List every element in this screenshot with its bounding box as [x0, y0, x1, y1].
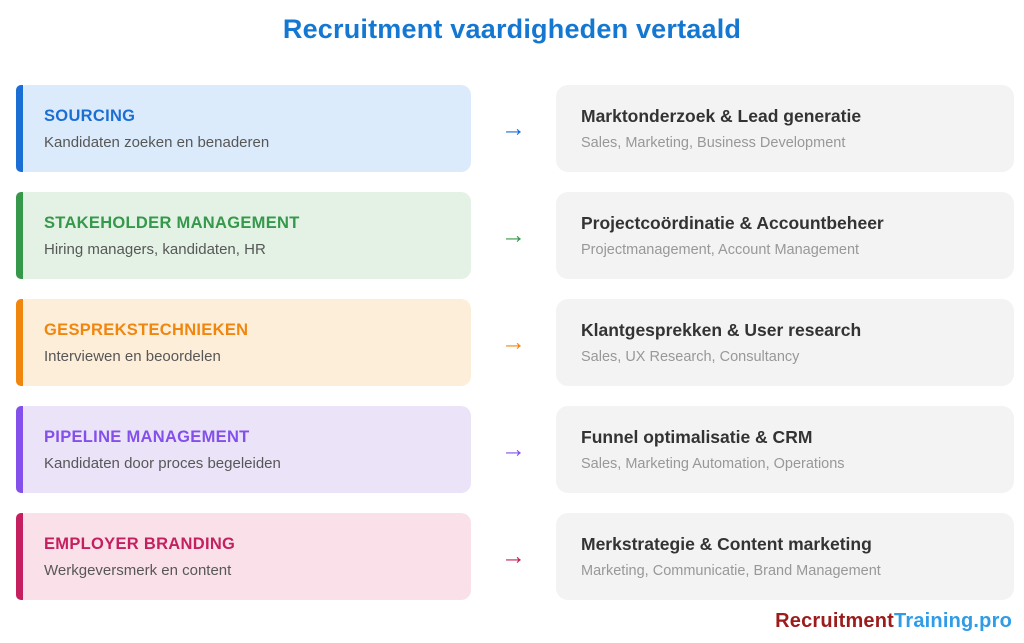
skill-title: PIPELINE MANAGEMENT: [44, 427, 250, 446]
skill-card: PIPELINE MANAGEMENT Kandidaten door proc…: [16, 406, 471, 493]
skill-description: Werkgeversmerk en content: [44, 561, 232, 579]
target-card: Projectcoördinatie & Accountbeheer Proje…: [556, 192, 1014, 279]
skill-card: SOURCING Kandidaten zoeken en benaderen: [16, 85, 471, 172]
target-description: Sales, Marketing Automation, Operations: [581, 456, 845, 472]
mapping-rows: SOURCING Kandidaten zoeken en benaderen …: [16, 85, 1014, 600]
target-card: Merkstrategie & Content marketing Market…: [556, 513, 1014, 600]
logo-recruitment: Recruitment: [775, 610, 895, 632]
target-title: Marktonderzoek & Lead generatie: [581, 106, 862, 126]
skill-title: GESPREKSTECHNIEKEN: [44, 320, 249, 339]
arrow-right-icon: →: [501, 435, 526, 463]
mapping-row: GESPREKSTECHNIEKEN Interviewen en beoord…: [16, 299, 1014, 386]
mapping-row: EMPLOYER BRANDING Werkgeversmerk en cont…: [16, 513, 1014, 600]
skill-description: Hiring managers, kandidaten, HR: [44, 240, 266, 258]
target-description: Sales, UX Research, Consultancy: [581, 349, 800, 365]
arrow-right-icon: →: [501, 221, 526, 249]
target-title: Klantgesprekken & User research: [581, 320, 862, 340]
skill-description: Kandidaten zoeken en benaderen: [44, 133, 270, 151]
target-card: Funnel optimalisatie & CRM Sales, Market…: [556, 406, 1014, 493]
target-title: Projectcoördinatie & Accountbeheer: [581, 213, 884, 233]
target-card: Klantgesprekken & User research Sales, U…: [556, 299, 1014, 386]
arrow-right-icon: →: [501, 542, 526, 570]
skill-description: Interviewen en beoordelen: [44, 347, 221, 365]
skill-card: EMPLOYER BRANDING Werkgeversmerk en cont…: [16, 513, 471, 600]
skill-title: STAKEHOLDER MANAGEMENT: [44, 213, 300, 232]
mapping-row: STAKEHOLDER MANAGEMENT Hiring managers, …: [16, 192, 1014, 279]
target-card: Marktonderzoek & Lead generatie Sales, M…: [556, 85, 1014, 172]
target-title: Merkstrategie & Content marketing: [581, 534, 872, 554]
logo-training: Training.pro: [894, 610, 1012, 632]
skill-title: SOURCING: [44, 106, 136, 125]
target-description: Projectmanagement, Account Management: [581, 242, 860, 258]
skill-card: GESPREKSTECHNIEKEN Interviewen en beoord…: [16, 299, 471, 386]
target-title: Funnel optimalisatie & CRM: [581, 427, 813, 447]
mapping-row: SOURCING Kandidaten zoeken en benaderen …: [16, 85, 1014, 172]
skill-title: EMPLOYER BRANDING: [44, 534, 236, 553]
arrow-right-icon: →: [501, 114, 526, 142]
page-title: Recruitment vaardigheden vertaald: [282, 14, 742, 44]
brand-logo: RecruitmentTraining.pro: [775, 610, 1012, 633]
target-description: Sales, Marketing, Business Development: [581, 135, 846, 151]
skill-description: Kandidaten door proces begeleiden: [44, 454, 281, 472]
target-description: Marketing, Communicatie, Brand Managemen…: [581, 563, 881, 579]
arrow-right-icon: →: [501, 328, 526, 356]
skill-card: STAKEHOLDER MANAGEMENT Hiring managers, …: [16, 192, 471, 279]
mapping-row: PIPELINE MANAGEMENT Kandidaten door proc…: [16, 406, 1014, 493]
